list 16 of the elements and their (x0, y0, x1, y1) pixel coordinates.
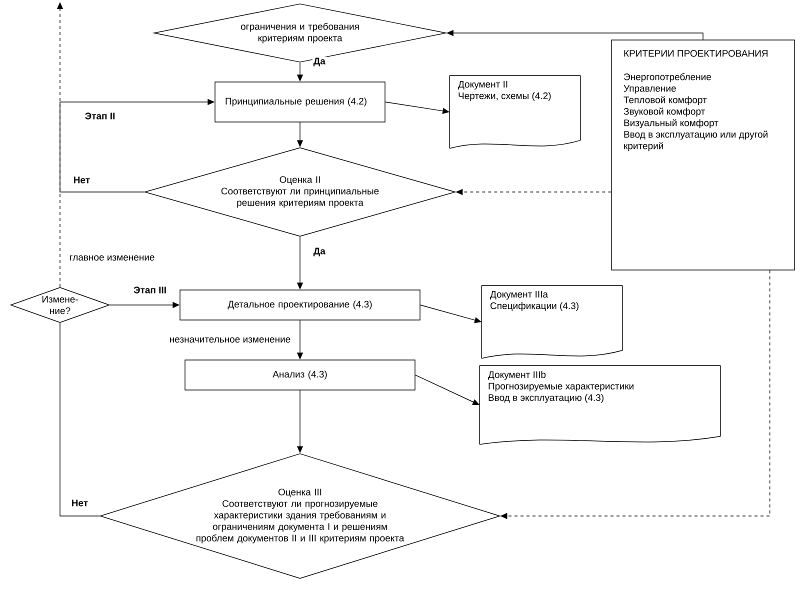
edge-label: Нет (70, 498, 90, 508)
document-shape: Документ IIIb Прогнозируемые характеристики Ввод в эксплуатацию (4.3) (479, 365, 721, 445)
criteria-box: КРИТЕРИИ ПРОЕКТИРОВАНИЯ Энергопотребление Управление Тепловой комфорт Звуковой комфорт Визуальный комфорт Ввод в эксплуатацию или другой критерий (611, 40, 795, 270)
edge-label: Да (312, 56, 326, 68)
process-box: Анализ (4.3) (184, 360, 416, 390)
process-box: Детальное проектирование (4.3) (180, 290, 420, 320)
stage-label: Этап II (84, 112, 116, 120)
edge-label: незначительное изменение (168, 336, 292, 344)
edge-label: Нет (72, 176, 92, 184)
edge-label: Да (312, 246, 326, 258)
edge-label: главное изменение (68, 254, 156, 262)
stage-label: Этап III (132, 286, 168, 294)
document-shape: Документ IIIa Спецификации (4.3) (481, 285, 623, 359)
line (60, 322, 100, 516)
process-box: Принципиальные решения (4.2) (214, 82, 386, 122)
document-shape: Документ II Чертежи, схемы (4.2) (449, 75, 581, 149)
